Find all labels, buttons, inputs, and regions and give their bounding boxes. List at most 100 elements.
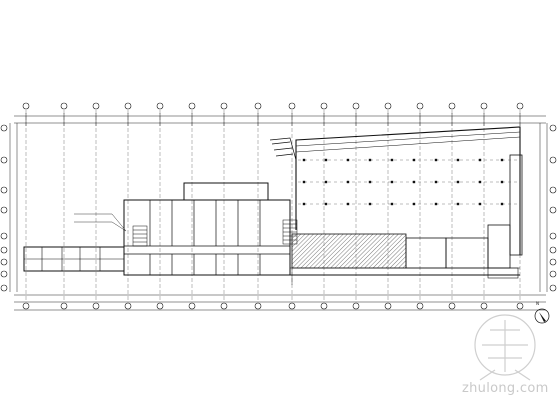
dimension-lines-top [14,113,546,311]
grid-bubble [448,302,456,310]
hall-column [390,202,394,206]
grid-bubble [254,102,262,110]
grid-bubble [352,302,360,310]
grid-bubble [480,302,488,310]
west-wing [23,246,125,272]
grid-bubble [549,206,557,214]
grid-bubble [549,232,557,240]
hall-column [478,202,482,206]
hall-column [302,202,306,206]
grid-bubble [124,302,132,310]
grid-bubbles-top [22,102,524,110]
grid-bubble [124,102,132,110]
north-arrow-label: N [536,301,539,306]
grid-bubble [549,156,557,164]
grid-bubble [220,302,228,310]
grid-bubble [549,270,557,278]
entry-ramp [269,137,297,161]
hall-column [346,180,350,184]
hall-column [346,202,350,206]
annotation-leaders [74,213,293,285]
hall-column [434,180,438,184]
watermark-text: zhulong.com [462,381,549,396]
hall-column [500,180,504,184]
office-block [123,182,291,276]
hall-column [456,180,460,184]
hall-column [412,180,416,184]
grid-bubble [320,302,328,310]
hall-column [368,202,372,206]
office-room-partitions [149,200,261,275]
grid-bubble [516,302,524,310]
grid-bubble [0,124,8,132]
grid-bubble [60,302,68,310]
hall-column [500,202,504,206]
grid-bubble [0,258,8,266]
grid-bubble [549,258,557,266]
grid-bubble [549,186,557,194]
grid-bubble [549,124,557,132]
hall-column [324,180,328,184]
hall-column [478,180,482,184]
hall-column [434,202,438,206]
hall-column [346,158,350,162]
grid-bubble [0,270,8,278]
grid-bubble [156,102,164,110]
hall-column [302,158,306,162]
hall-column [456,202,460,206]
grid-bubble [416,102,424,110]
grid-bubble [22,302,30,310]
watermark-emblem-icon [474,314,536,381]
grid-bubble [0,232,8,240]
hall-column [412,158,416,162]
grid-bubble [549,246,557,254]
hall-column [500,158,504,162]
grid-bubble [288,102,296,110]
hall-column [390,180,394,184]
staircase-east [282,219,298,245]
grid-bubble [0,186,8,194]
grid-bubble [416,302,424,310]
grid-bubble [516,102,524,110]
hall-column [368,158,372,162]
grid-bubble [188,102,196,110]
grid-bubble [0,246,8,254]
hall-column [456,158,460,162]
hall-column [412,202,416,206]
hall-column [434,158,438,162]
north-arrow-icon: N [534,301,550,324]
grid-bubble [320,102,328,110]
grid-bubble [352,102,360,110]
grid-bubble [549,284,557,292]
hall-column [478,158,482,162]
grid-bubble [220,102,228,110]
grid-bubble [188,302,196,310]
foundation-markers [487,267,519,279]
left-dimension-chain [9,123,18,292]
hall-column [324,202,328,206]
grid-bubbles-side [0,124,557,292]
grid-bubble [92,102,100,110]
grid-bubble [448,102,456,110]
grid-bubble [0,206,8,214]
grid-bubble [384,102,392,110]
grid-bubble [480,102,488,110]
hall-column-grid [298,159,518,205]
hall-column [368,180,372,184]
equipment-hatch-zone [291,233,407,269]
grid-bubble [288,302,296,310]
staircase-west [132,225,148,247]
right-dimension-chain [539,123,548,292]
hall-columns [302,158,504,206]
hall-column [390,158,394,162]
grid-bubble [156,302,164,310]
grid-bubbles-bottom [22,302,524,310]
grid-bubble [0,284,8,292]
east-service-rooms [405,224,511,269]
hall-column [302,180,306,184]
hall-column [324,158,328,162]
grid-bubble [60,102,68,110]
grid-bubble [92,302,100,310]
grid-bubble [22,102,30,110]
